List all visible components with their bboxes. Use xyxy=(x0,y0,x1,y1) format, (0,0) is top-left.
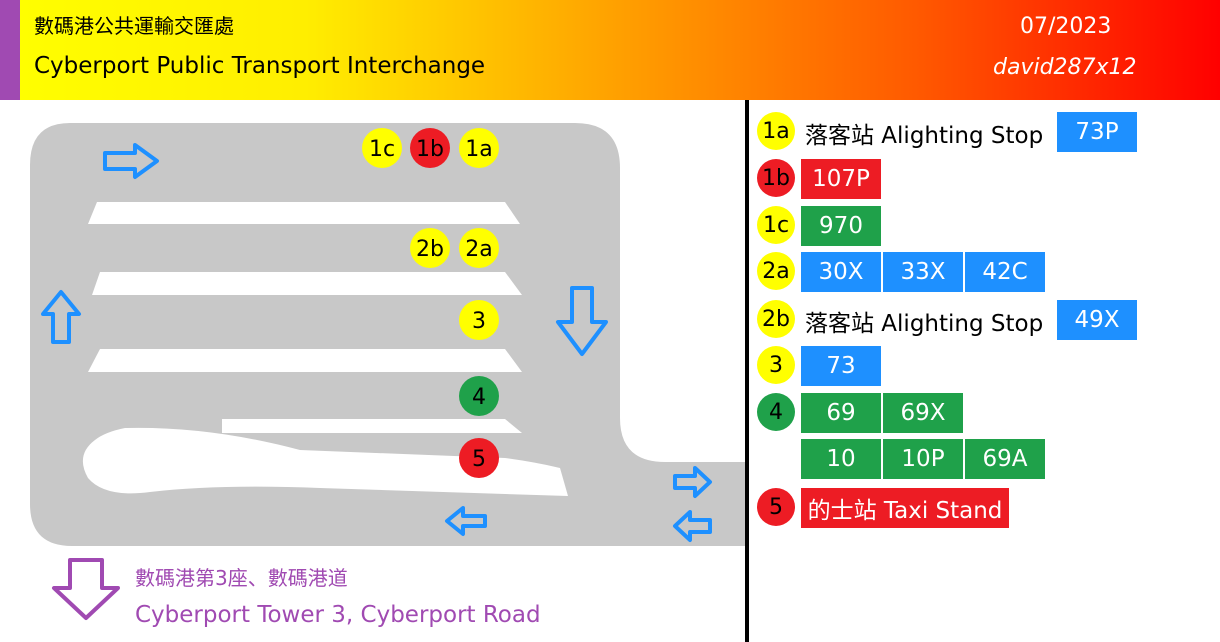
route-30X: 30X xyxy=(801,252,881,292)
title-chinese: 數碼港公共運輸交匯處 xyxy=(34,14,234,38)
taxi-stand-label: 的士站 Taxi Stand xyxy=(801,488,1009,528)
title-english: Cyberport Public Transport Interchange xyxy=(34,53,486,79)
svg-text:4: 4 xyxy=(472,385,486,410)
svg-text:5: 5 xyxy=(472,447,486,472)
alighting-stop-label: 落客站 Alighting Stop xyxy=(805,123,1044,149)
svg-text:2b: 2b xyxy=(416,237,444,262)
exit-arrow-icon xyxy=(52,558,120,620)
stop-badge-2b: 2b xyxy=(757,300,795,338)
arrow-down-icon xyxy=(556,286,608,356)
platform-island-1 xyxy=(88,202,520,224)
destination-english: Cyberport Tower 3, Cyberport Road xyxy=(135,602,541,628)
destination-chinese: 數碼港第3座、數碼港道 xyxy=(135,566,348,590)
svg-text:2a: 2a xyxy=(465,237,492,262)
header-accent-stripe xyxy=(0,0,20,100)
platform-island-2 xyxy=(92,272,522,295)
arrow-up-icon xyxy=(41,290,81,344)
stop-badge-3: 3 xyxy=(757,346,795,384)
arrow-left-icon xyxy=(673,510,712,542)
route-10P: 10P xyxy=(883,439,963,479)
stop-badge-5: 5 xyxy=(757,488,795,526)
route-73P: 73P xyxy=(1057,112,1137,152)
route-33X: 33X xyxy=(883,252,963,292)
route-69X: 69X xyxy=(883,393,963,433)
arrow-right-icon xyxy=(673,466,712,498)
route-970: 970 xyxy=(801,206,881,246)
route-69: 69 xyxy=(801,393,881,433)
interchange-map: 1c 1b 1a 2b 2a 3 4 5 xyxy=(30,123,745,620)
route-10: 10 xyxy=(801,439,881,479)
stop-badge-4: 4 xyxy=(757,393,795,431)
arrow-right-icon xyxy=(103,143,159,179)
stop-badge-1c: 1c xyxy=(757,206,795,244)
svg-text:1a: 1a xyxy=(465,137,492,162)
vertical-divider xyxy=(745,100,749,642)
map-stop-4: 4 xyxy=(459,376,499,416)
stop-badge-2a: 2a xyxy=(757,252,795,290)
stop-badge-1b: 1b xyxy=(757,159,795,197)
platform-island-4 xyxy=(222,419,522,433)
route-107P: 107P xyxy=(801,159,881,199)
svg-text:1b: 1b xyxy=(416,137,444,162)
route-42C: 42C xyxy=(965,252,1045,292)
svg-text:1c: 1c xyxy=(369,137,395,162)
map-stop-3: 3 xyxy=(459,300,499,340)
route-49X: 49X xyxy=(1057,300,1137,340)
arrow-left-icon xyxy=(445,506,487,536)
map-stop-1a: 1a xyxy=(459,128,499,168)
stop-badge-1a: 1a xyxy=(757,112,795,150)
svg-text:3: 3 xyxy=(472,309,486,334)
route-69A: 69A xyxy=(965,439,1045,479)
route-73: 73 xyxy=(801,346,881,386)
header-banner: 數碼港公共運輸交匯處 Cyberport Public Transport In… xyxy=(0,0,1220,100)
map-stop-1c: 1c xyxy=(362,128,402,168)
map-stop-5: 5 xyxy=(459,438,499,478)
map-stop-2b: 2b xyxy=(410,228,450,268)
author-label: david287x12 xyxy=(993,55,1137,80)
platform-island-3 xyxy=(88,349,522,372)
map-stop-2a: 2a xyxy=(459,228,499,268)
alighting-stop-label: 落客站 Alighting Stop xyxy=(805,311,1044,337)
date-label: 07/2023 xyxy=(1020,14,1112,39)
platform-island-5 xyxy=(82,427,568,496)
map-stop-1b: 1b xyxy=(410,128,450,168)
